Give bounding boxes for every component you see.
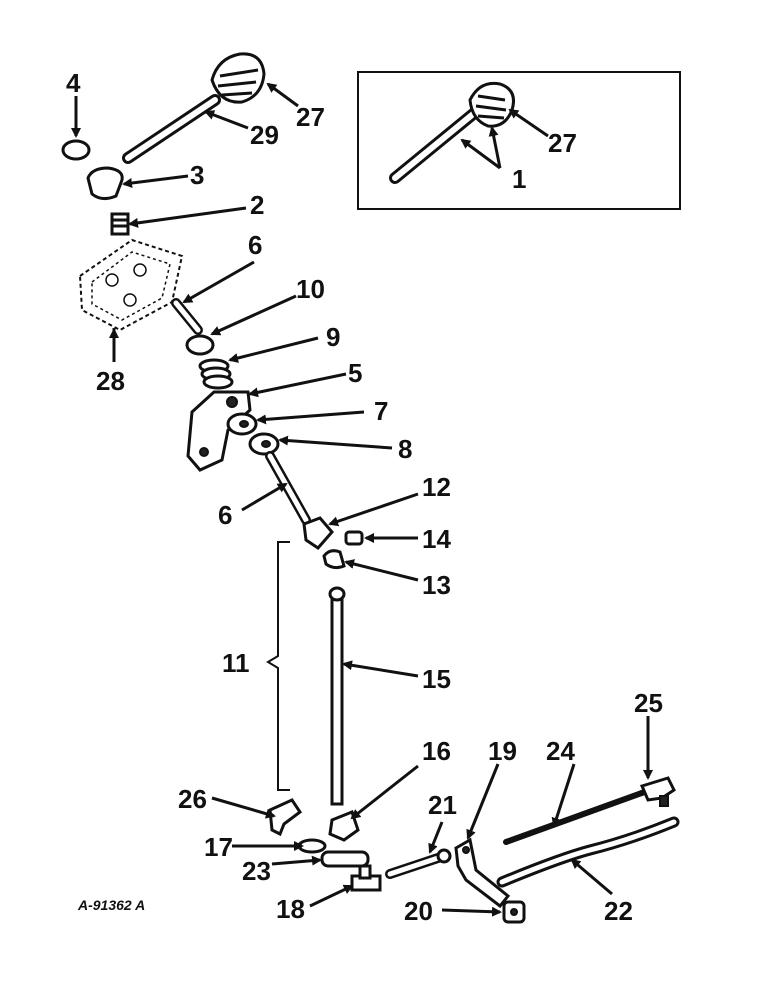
leader-lines — [71, 82, 653, 917]
part-labels: 1 2 3 4 5 6 6 7 8 9 10 11 12 13 14 15 16… — [66, 68, 663, 926]
label-10: 10 — [296, 274, 325, 304]
label-26: 26 — [178, 784, 207, 814]
label-27-inset: 27 — [548, 128, 577, 158]
bracket-26 — [268, 798, 303, 837]
label-11: 11 — [222, 648, 250, 678]
label-18: 18 — [276, 894, 305, 924]
clevis-block — [302, 516, 334, 550]
bell-crank — [454, 837, 511, 909]
shift-rod — [122, 94, 221, 164]
label-22: 22 — [604, 896, 633, 926]
label-15: 15 — [422, 664, 451, 694]
label-2: 2 — [250, 190, 264, 220]
end-fitting — [639, 776, 676, 807]
part-17 — [297, 838, 327, 854]
label-12: 12 — [422, 472, 451, 502]
coil-spring — [198, 358, 234, 390]
small-spring — [110, 212, 130, 236]
label-29: 29 — [250, 120, 279, 150]
upper-shaft — [171, 298, 203, 335]
gasket — [78, 238, 184, 332]
assembly-brace — [266, 541, 290, 791]
figure-reference: A-91362 A — [77, 897, 145, 913]
pin — [344, 530, 364, 546]
label-24: 24 — [546, 736, 575, 766]
label-6-upper: 6 — [248, 230, 262, 260]
label-6-lower: 6 — [218, 500, 232, 530]
label-21: 21 — [428, 790, 457, 820]
curved-rod-22 — [496, 816, 680, 888]
label-3: 3 — [190, 160, 204, 190]
label-4: 4 — [66, 68, 81, 98]
lower-shaft — [265, 451, 311, 525]
label-8: 8 — [398, 434, 412, 464]
washer — [185, 334, 215, 356]
label-23: 23 — [242, 856, 271, 886]
label-5: 5 — [348, 358, 362, 388]
label-9: 9 — [326, 322, 340, 352]
label-7: 7 — [374, 396, 388, 426]
label-27-main: 27 — [296, 102, 325, 132]
bracket — [186, 390, 252, 472]
label-17: 17 — [204, 832, 233, 862]
part-20 — [502, 900, 526, 924]
label-13: 13 — [422, 570, 451, 600]
label-19: 19 — [488, 736, 517, 766]
shift-link-rod — [328, 586, 346, 806]
part-18 — [350, 864, 382, 892]
long-rod-24 — [503, 787, 653, 845]
part-23 — [320, 850, 370, 868]
cup — [86, 166, 124, 201]
label-16: 16 — [422, 736, 451, 766]
part-21 — [385, 848, 452, 879]
label-25: 25 — [634, 688, 663, 718]
label-20: 20 — [404, 896, 433, 926]
shift-knob — [210, 52, 266, 104]
clip — [322, 549, 346, 570]
label-14: 14 — [422, 524, 451, 554]
inset-box — [357, 71, 681, 210]
cap — [61, 139, 91, 161]
label-1: 1 — [512, 164, 526, 194]
label-28: 28 — [96, 366, 125, 396]
